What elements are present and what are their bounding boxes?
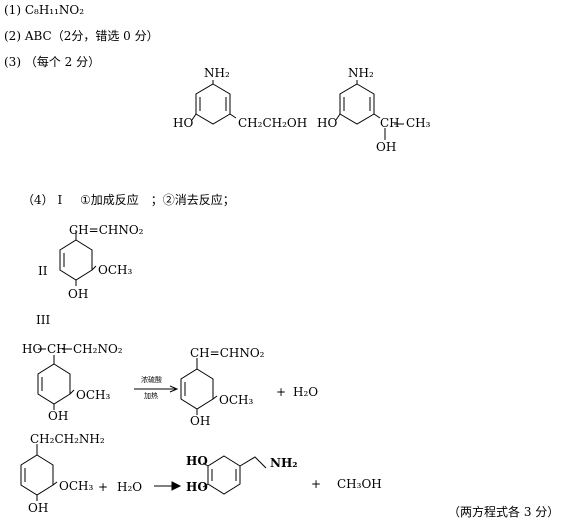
s3b-oh: OH — [376, 140, 397, 154]
eq1-plus: + — [276, 385, 287, 399]
q1-formula: C₈H₁₁NO₂ — [24, 3, 85, 17]
q3-text: （每个 2 分） — [24, 55, 101, 69]
s3b-ch3: CH₃ — [406, 116, 431, 130]
eq2-plus2: + — [311, 477, 322, 491]
eq2-r-oh: OH — [28, 501, 49, 515]
eq1-r-och3: OCH₃ — [76, 388, 111, 402]
eq2-water: H₂O — [117, 480, 143, 494]
q4-line: （4） I ①加成反应 ；②消去反应； — [22, 194, 235, 206]
benzene-ring — [339, 83, 375, 125]
eq2-p-ho-upper: HO — [186, 454, 208, 468]
s3b-ch: CH — [380, 116, 400, 130]
q4-roman2: II — [38, 264, 48, 278]
eq1-r-oh: OH — [48, 409, 69, 423]
q2-answer: (2) ABC（2分，错选 0 分） — [4, 30, 159, 42]
q4-label: （4） — [22, 193, 54, 207]
q1-label: (1) — [4, 3, 21, 17]
benzene-ring — [207, 455, 241, 495]
q4-roman3: III — [36, 313, 51, 327]
s4ii-och3: OCH₃ — [98, 263, 133, 277]
eq1-arrow-below: 加热 — [144, 392, 158, 400]
q4-part1: ①加成反应 ；②消去反应； — [80, 193, 235, 207]
s4ii-oh: OH — [68, 287, 89, 301]
s3a-chain: CH₂CH₂OH — [238, 116, 308, 130]
q2-label: (2) — [4, 29, 21, 43]
eq1-water: H₂O — [293, 385, 319, 399]
ethyl-chain — [239, 456, 267, 469]
eq2-p-ho-lower: HO — [186, 480, 208, 494]
q4-note: （两方程式各 3 分） — [448, 505, 560, 519]
eq1-r-ch: CH — [47, 342, 67, 356]
eq1-p-och3: OCH₃ — [219, 393, 254, 407]
s3a-ho: HO — [173, 116, 194, 130]
q4-roman1: I — [57, 193, 63, 207]
eq1-p-top: CH=CHNO₂ — [190, 346, 265, 360]
s4ii-top: CH=CHNO₂ — [69, 223, 144, 237]
eq2-methanol: CH₃OH — [337, 477, 382, 491]
benzene-ring — [195, 83, 231, 125]
eq2-r-top: CH₂CH₂NH₂ — [30, 432, 105, 446]
eq1-p-oh: OH — [190, 414, 211, 428]
eq2-p-nh2: NH₂ — [270, 456, 298, 470]
eq1-r-ho: HO — [22, 342, 43, 356]
eq1-r-ch2no2: CH₂NO₂ — [73, 342, 123, 356]
q3-label: (3) — [4, 55, 21, 69]
eq2-plus1: + — [98, 480, 109, 494]
s3b-nh2: NH₂ — [348, 66, 374, 80]
eq1-arrow-above: 浓硫酸 — [141, 376, 162, 384]
q3-answer: (3) （每个 2 分） — [4, 56, 100, 68]
s3a-nh2: NH₂ — [204, 66, 230, 80]
eq2-r-och3: OCH₃ — [59, 479, 94, 493]
q1-answer: (1) C₈H₁₁NO₂ — [4, 4, 84, 16]
s3b-ho: HO — [317, 116, 338, 130]
q2-text: ABC（2分，错选 0 分） — [24, 29, 159, 43]
